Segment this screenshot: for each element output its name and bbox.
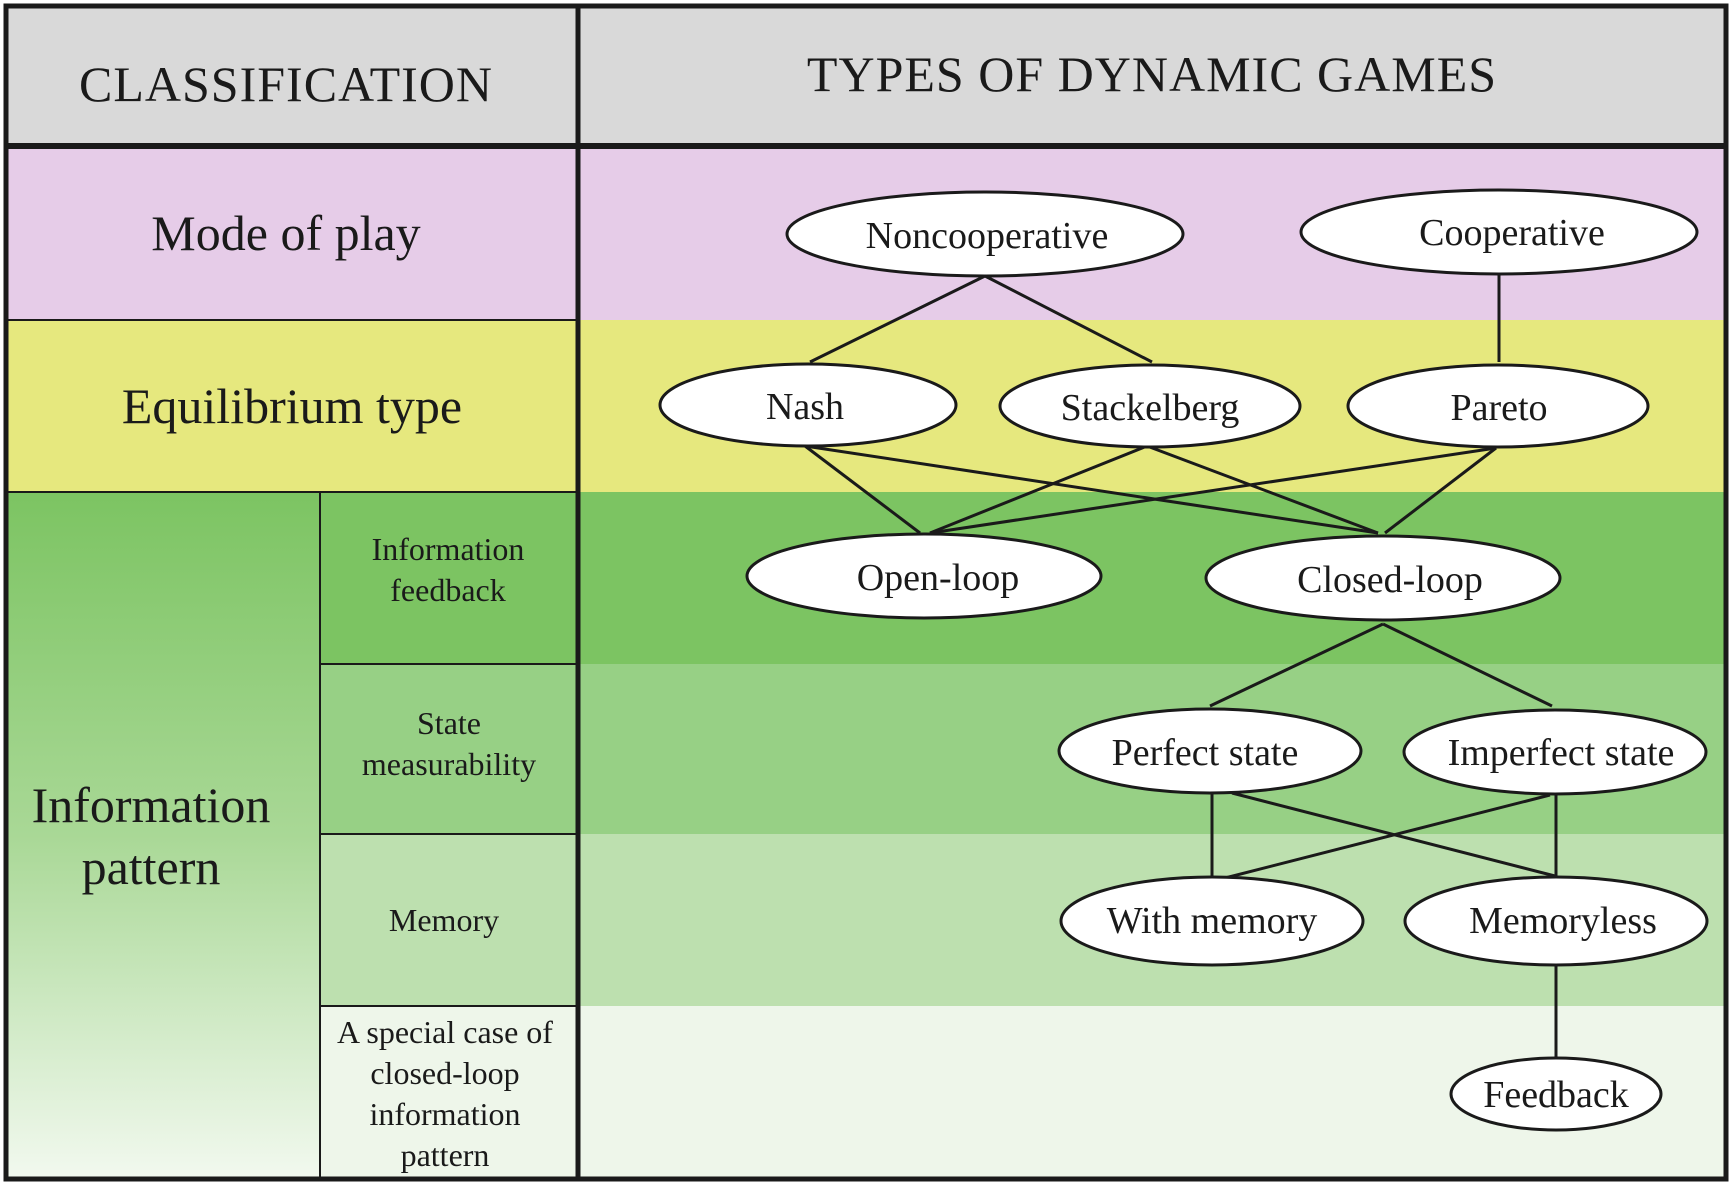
node-pareto-label: Pareto <box>1450 387 1547 429</box>
band-left-memory <box>320 834 578 1006</box>
edge-closedloop-perfect <box>1209 622 1384 708</box>
band-left-mode <box>6 146 578 320</box>
node-memoryless-label: Memoryless <box>1469 900 1657 942</box>
table-grid <box>3 3 1729 1182</box>
edge-closedloop-imperfect <box>1382 622 1553 708</box>
band-left-special <box>320 1006 578 1179</box>
node-imperfect-state-label: Imperfect state <box>1448 732 1675 774</box>
node-with-memory-label: With memory <box>1107 900 1318 942</box>
band-left-state <box>320 664 578 834</box>
node-open-loop: Open-loop <box>745 532 1103 620</box>
header-classification: CLASSIFICATION <box>78 56 494 112</box>
edge-pareto-openloop <box>929 446 1497 535</box>
edge-noncooperative-stackelberg <box>984 274 1153 364</box>
node-noncooperative-label: Noncooperative <box>866 215 1109 257</box>
row-information-pattern: Information pattern <box>31 776 271 895</box>
node-perfect-state: Perfect state <box>1057 707 1363 795</box>
header-right-bg <box>578 6 1726 146</box>
node-pareto: Pareto <box>1346 363 1650 449</box>
connectors <box>804 265 1558 1060</box>
edge-pareto-closedloop <box>1384 446 1497 535</box>
node-memoryless: Memoryless <box>1403 875 1709 967</box>
header-left-bg <box>6 6 578 146</box>
node-feedback: Feedback <box>1449 1056 1663 1132</box>
row-special-case: A special case of closed-loop informatio… <box>337 1013 553 1173</box>
node-imperfect-state: Imperfect state <box>1402 708 1708 796</box>
node-stackelberg-label: Stackelberg <box>1061 387 1240 429</box>
edge-nash-openloop <box>804 444 921 535</box>
node-stackelberg: Stackelberg <box>998 363 1302 449</box>
node-perfect-state-label: Perfect state <box>1112 732 1299 774</box>
node-nash: Nash <box>658 362 958 448</box>
node-closed-loop-label: Closed-loop <box>1297 559 1483 601</box>
row-state-measurability: State measurability <box>361 705 537 782</box>
band-left-info-feedback <box>320 492 578 664</box>
header-types-of-dynamic-games: TYPES OF DYNAMIC GAMES <box>806 46 1498 102</box>
band-left-information <box>6 492 320 1179</box>
row-memory: Memory <box>388 901 500 938</box>
node-with-memory: With memory <box>1059 875 1365 967</box>
row-equilibrium-type: Equilibrium type <box>121 378 463 434</box>
node-cooperative-label: Cooperative <box>1419 212 1605 254</box>
edge-nash-closedloop <box>804 444 1379 535</box>
node-noncooperative: Noncooperative <box>785 190 1185 278</box>
edge-noncooperative-nash <box>809 274 986 364</box>
row-mode-of-play: Mode of play <box>151 205 421 261</box>
row-information-feedback: Information feedback <box>371 531 525 608</box>
edge-stackelberg-openloop <box>929 444 1148 535</box>
edge-stackelberg-closedloop <box>1146 444 1379 535</box>
nodes: Noncooperative Cooperative Nash Stackelb… <box>658 188 1709 1132</box>
node-nash-label: Nash <box>766 386 844 428</box>
node-feedback-label: Feedback <box>1483 1074 1629 1116</box>
node-cooperative: Cooperative <box>1299 188 1699 276</box>
edge-imperfect-withmemory <box>1224 793 1551 880</box>
node-open-loop-label: Open-loop <box>857 557 1020 599</box>
band-left-equilibrium <box>6 320 578 492</box>
node-closed-loop: Closed-loop <box>1204 534 1562 622</box>
